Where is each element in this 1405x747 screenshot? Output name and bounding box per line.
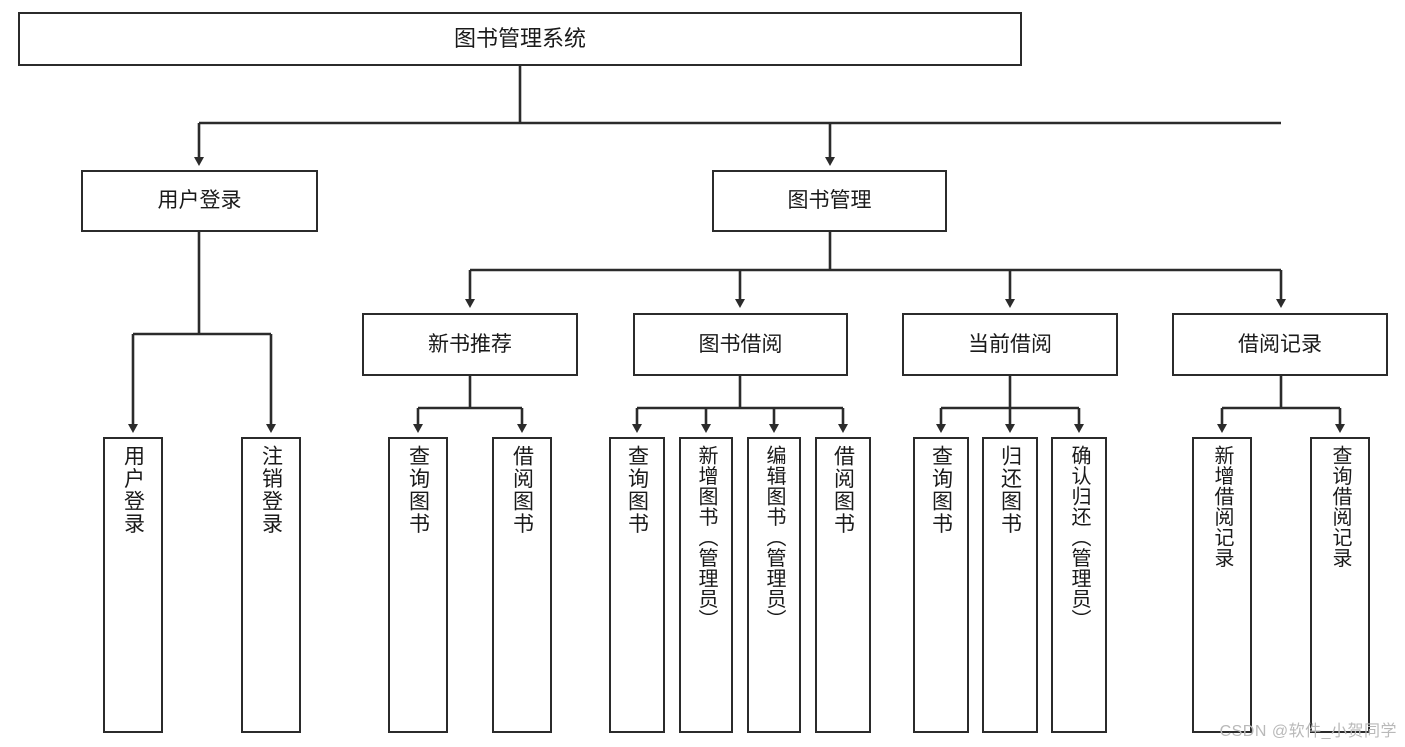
node-book-borrow[interactable]: 图书借阅	[633, 313, 848, 376]
node-label: 用户登录	[121, 445, 145, 535]
leaf-new-book-query-book[interactable]: 查询图书	[388, 437, 448, 733]
node-label: 新书推荐	[428, 332, 512, 356]
leaf-current-borrow-return-book[interactable]: 归还图书	[982, 437, 1038, 733]
node-root-book-management-system[interactable]: 图书管理系统	[18, 12, 1022, 66]
node-label: 借阅图书	[510, 445, 534, 535]
leaf-current-borrow-confirm-return-admin[interactable]: 确认归还（管理员）	[1051, 437, 1107, 733]
leaf-borrow-record-query-record[interactable]: 查询借阅记录	[1310, 437, 1370, 733]
node-label: 归还图书	[998, 445, 1022, 535]
node-label: 图书借阅	[698, 332, 783, 356]
node-label: 借阅记录	[1238, 332, 1322, 356]
leaf-book-borrow-borrow-book[interactable]: 借阅图书	[815, 437, 871, 733]
leaf-book-borrow-query-book[interactable]: 查询图书	[609, 437, 665, 733]
node-user-login[interactable]: 用户登录	[81, 170, 318, 232]
node-label: 查询图书	[406, 445, 430, 535]
node-label: 新增图书（管理员）	[695, 445, 717, 630]
node-label: 查询图书	[625, 445, 649, 535]
node-label: 借阅图书	[831, 445, 855, 535]
node-current-borrow[interactable]: 当前借阅	[902, 313, 1118, 376]
leaf-current-borrow-query-book[interactable]: 查询图书	[913, 437, 969, 733]
leaf-new-book-borrow-book[interactable]: 借阅图书	[492, 437, 552, 733]
node-label: 用户登录	[157, 189, 242, 213]
node-label: 查询图书	[929, 445, 953, 535]
leaf-book-borrow-add-book-admin[interactable]: 新增图书（管理员）	[679, 437, 733, 733]
node-label: 查询借阅记录	[1329, 445, 1351, 568]
node-borrow-record[interactable]: 借阅记录	[1172, 313, 1388, 376]
node-label: 图书管理	[787, 189, 872, 213]
csdn-watermark: CSDN @软件_小贺同学	[1219, 723, 1397, 740]
leaf-borrow-record-add-record[interactable]: 新增借阅记录	[1192, 437, 1252, 733]
leaf-user-login-logout[interactable]: 注销登录	[241, 437, 301, 733]
node-label: 图书管理系统	[453, 25, 586, 51]
node-label: 确认归还（管理员）	[1068, 445, 1090, 630]
node-book-management[interactable]: 图书管理	[712, 170, 947, 232]
node-label: 注销登录	[259, 445, 283, 535]
node-label: 新增借阅记录	[1211, 445, 1233, 568]
node-label: 编辑图书（管理员）	[763, 445, 785, 630]
node-new-book-recommendation[interactable]: 新书推荐	[362, 313, 578, 376]
node-label: 当前借阅	[968, 332, 1052, 356]
leaf-user-login-login[interactable]: 用户登录	[103, 437, 163, 733]
leaf-book-borrow-edit-book-admin[interactable]: 编辑图书（管理员）	[747, 437, 801, 733]
